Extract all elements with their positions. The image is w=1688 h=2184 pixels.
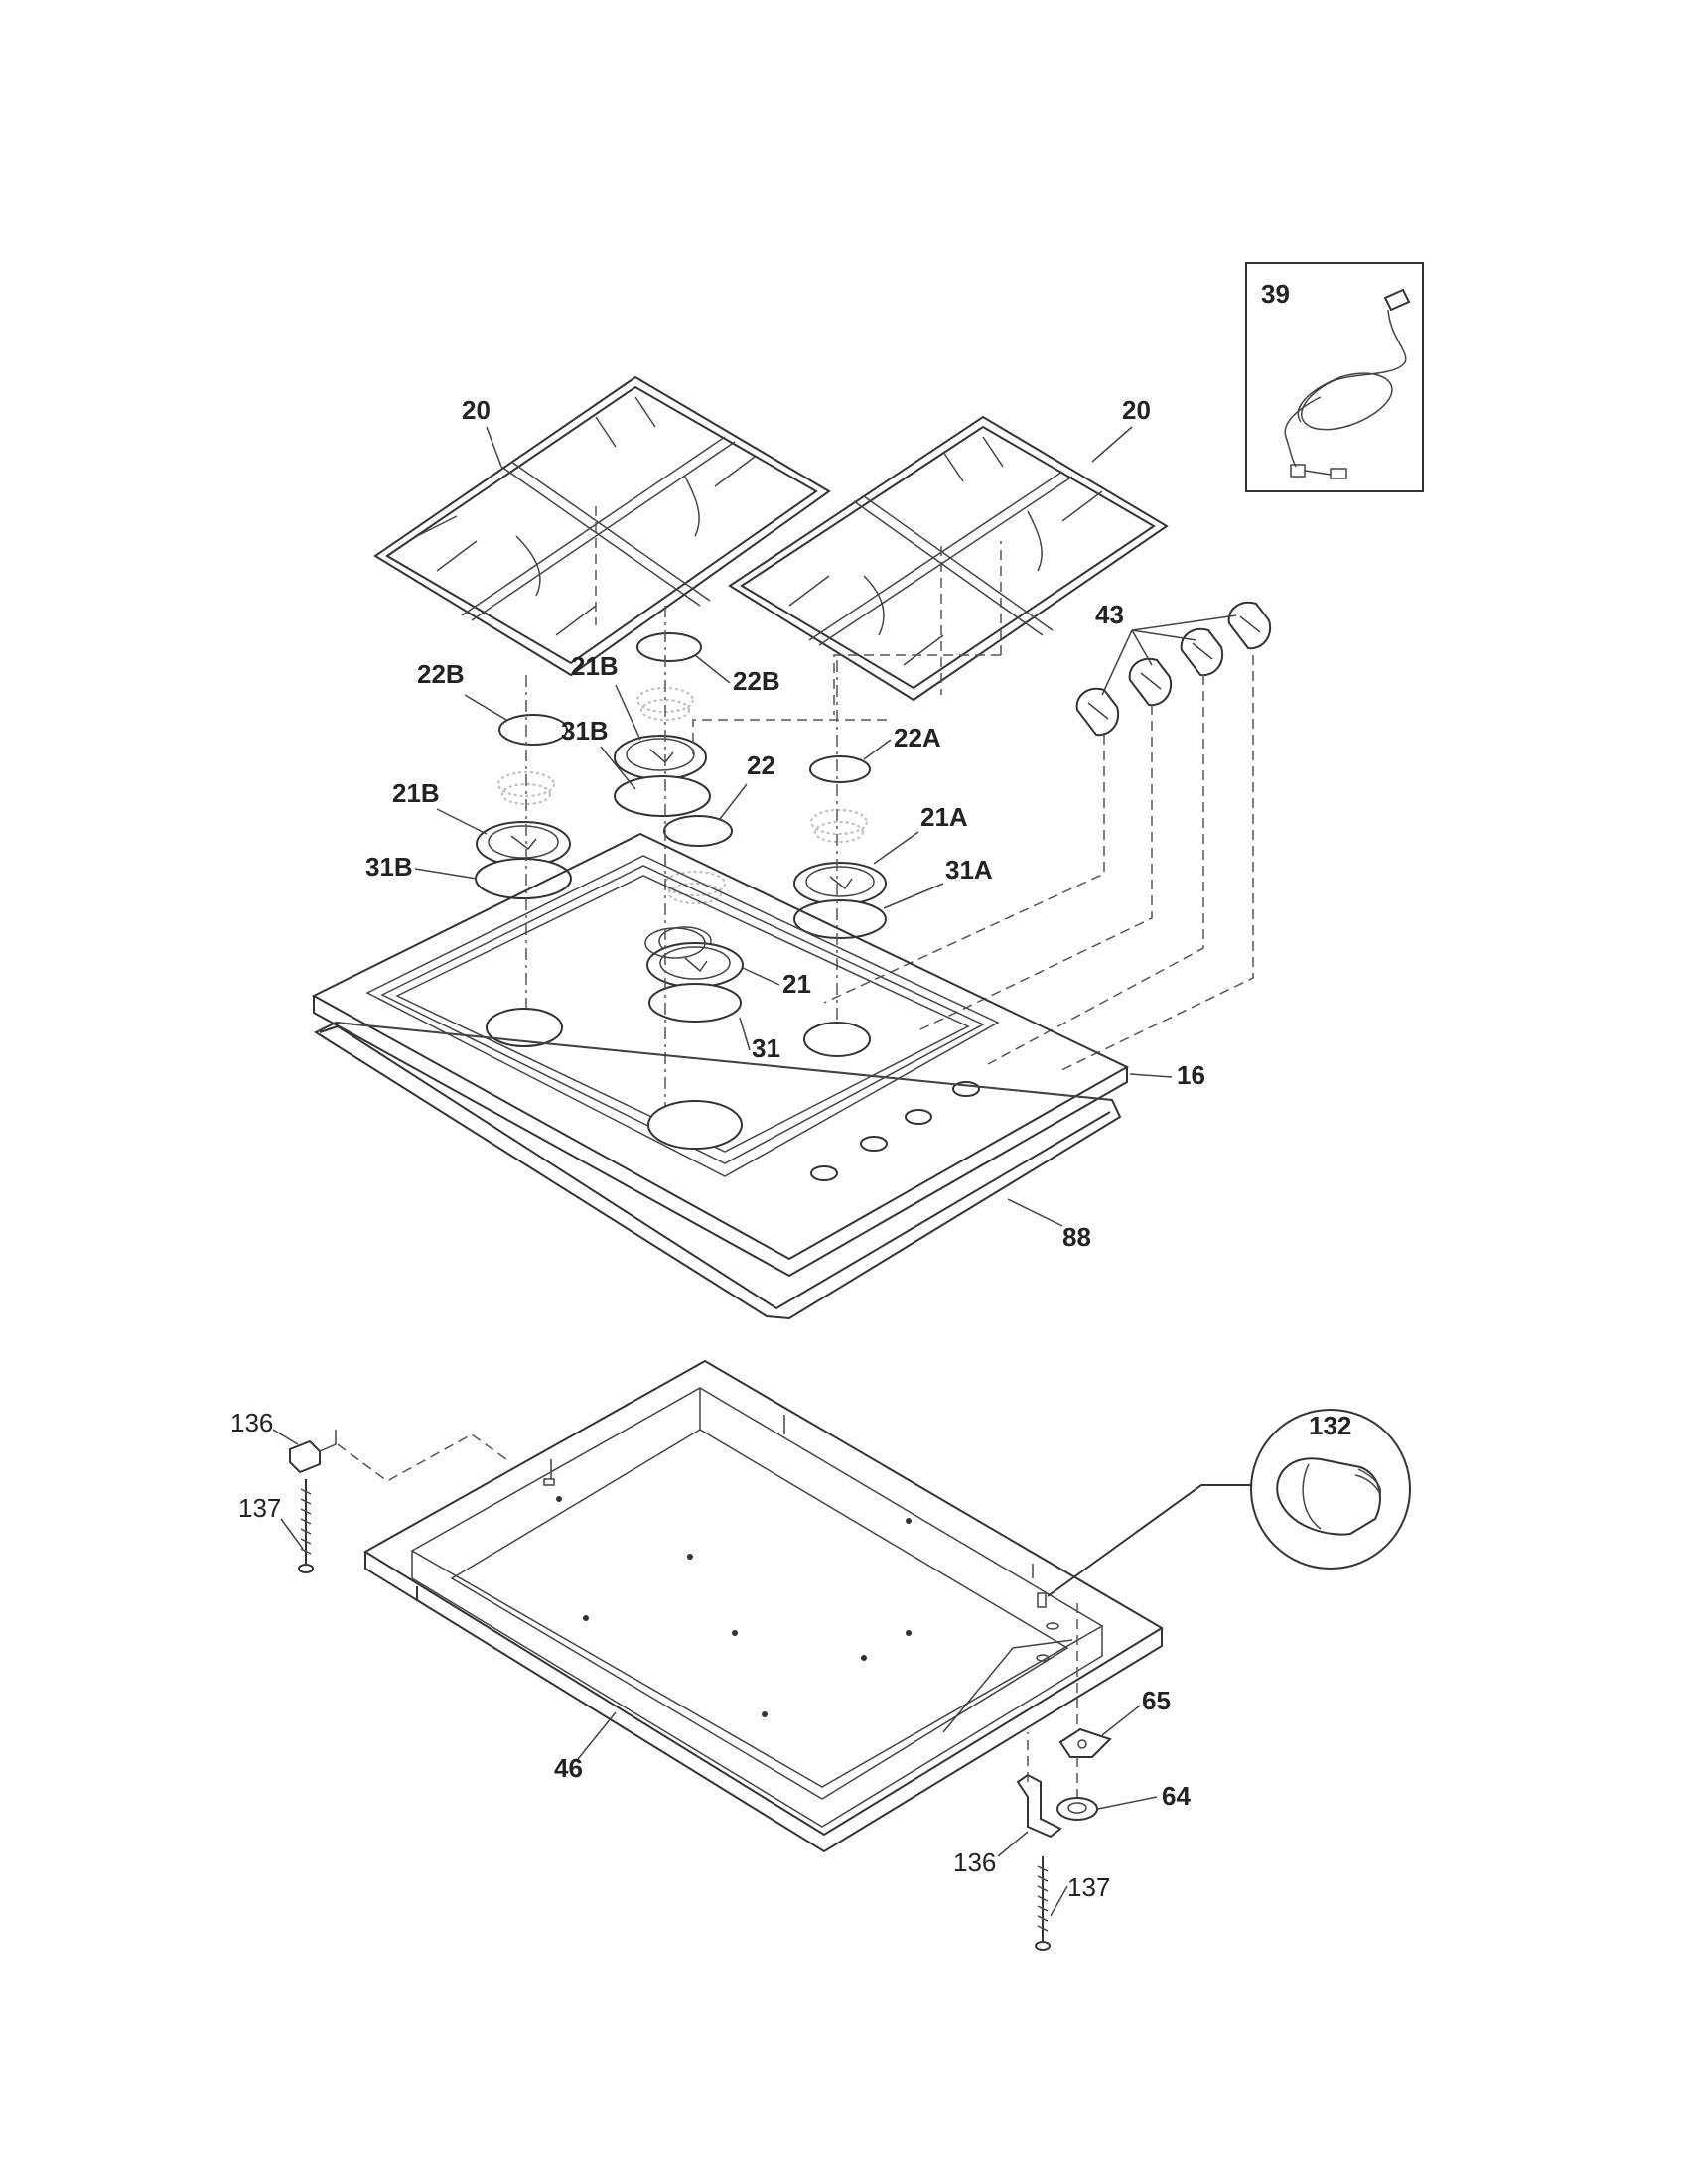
burner-hole (486, 1008, 563, 1047)
power-cord-inset: 39 (1245, 262, 1424, 492)
knob-icon (1227, 601, 1272, 650)
flame-spread-icon (810, 809, 868, 835)
part-label-21B-left: 21B (392, 778, 440, 808)
grommet-mount (1037, 1592, 1047, 1608)
knob-icon (1075, 687, 1120, 737)
burner-center (646, 815, 744, 1023)
part-label-31A: 31A (945, 855, 993, 885)
screw-right (1035, 1856, 1051, 1951)
burner-ring-31A (793, 899, 887, 939)
burner-hole (647, 1100, 743, 1150)
bracket-right (1016, 1773, 1062, 1839)
gasket (313, 1021, 1122, 1320)
cooktop-recess (365, 855, 1000, 1177)
screw-left (298, 1479, 314, 1573)
part-label-132: 132 (1309, 1411, 1351, 1440)
burner-box (363, 1359, 1164, 1853)
grommet-inset: 132 (1250, 1409, 1411, 1570)
part-label-43: 43 (1095, 600, 1124, 629)
flame-spread-icon (664, 871, 726, 896)
part-label-39: 39 (1261, 279, 1290, 309)
burner-head-21 (646, 942, 744, 988)
knob-hole (810, 1165, 838, 1181)
part-label-31B-center: 31B (561, 716, 609, 746)
plate-64 (1056, 1797, 1098, 1821)
inset-frame (1245, 262, 1424, 492)
bracket-left (289, 1430, 337, 1474)
burner-cap-22B-center (636, 632, 702, 662)
knob-hole (905, 1109, 932, 1125)
burner-right (793, 755, 887, 939)
part-label-88: 88 (1062, 1222, 1091, 1252)
burner-left (475, 714, 572, 899)
part-label-137-left: 137 (238, 1493, 281, 1523)
burner-cap-22 (663, 815, 733, 847)
part-label-21: 21 (782, 969, 811, 999)
knob-icon (1128, 657, 1173, 707)
part-label-21A: 21A (920, 802, 968, 832)
part-label-21B-center: 21B (571, 651, 619, 681)
knob-hole (860, 1136, 888, 1152)
part-label-65: 65 (1142, 1686, 1171, 1715)
part-label-16: 16 (1177, 1060, 1205, 1090)
burner-cap-22A (809, 755, 871, 783)
part-label-20-right: 20 (1122, 395, 1151, 425)
burner-head-21A (793, 862, 887, 905)
inset-circle (1250, 1409, 1411, 1570)
part-label-22A: 22A (894, 723, 941, 752)
part-label-136-left: 136 (230, 1408, 273, 1437)
part-label-31: 31 (752, 1033, 780, 1063)
part-label-22: 22 (747, 751, 775, 780)
power-cord-icon (1284, 288, 1411, 479)
part-label-137-right: 137 (1067, 1872, 1110, 1902)
grate-right (728, 415, 1169, 702)
grommet-icon (1276, 1457, 1382, 1536)
burner-ring-31 (648, 983, 742, 1023)
burner-center-back (614, 632, 711, 817)
burner-hole (644, 927, 706, 959)
cord-connector-icon (1290, 464, 1306, 478)
plate-65 (1058, 1727, 1112, 1758)
burner-ring-31B-center (614, 775, 711, 817)
control-knobs (1075, 601, 1272, 737)
part-label-22B-left: 22B (417, 659, 465, 689)
cooktop-panel (311, 832, 1130, 1278)
part-label-64: 64 (1162, 1781, 1191, 1811)
burner-cap-22B-left (498, 714, 568, 746)
knob-icon (1180, 627, 1224, 677)
flame-spread-icon (497, 771, 555, 797)
part-label-22B-center: 22B (733, 666, 780, 696)
part-label-20-left: 20 (462, 395, 491, 425)
grate-left (373, 375, 831, 677)
part-label-136-right: 136 (953, 1847, 996, 1877)
burner-hole (803, 1022, 871, 1057)
part-label-31B-left: 31B (365, 852, 413, 882)
